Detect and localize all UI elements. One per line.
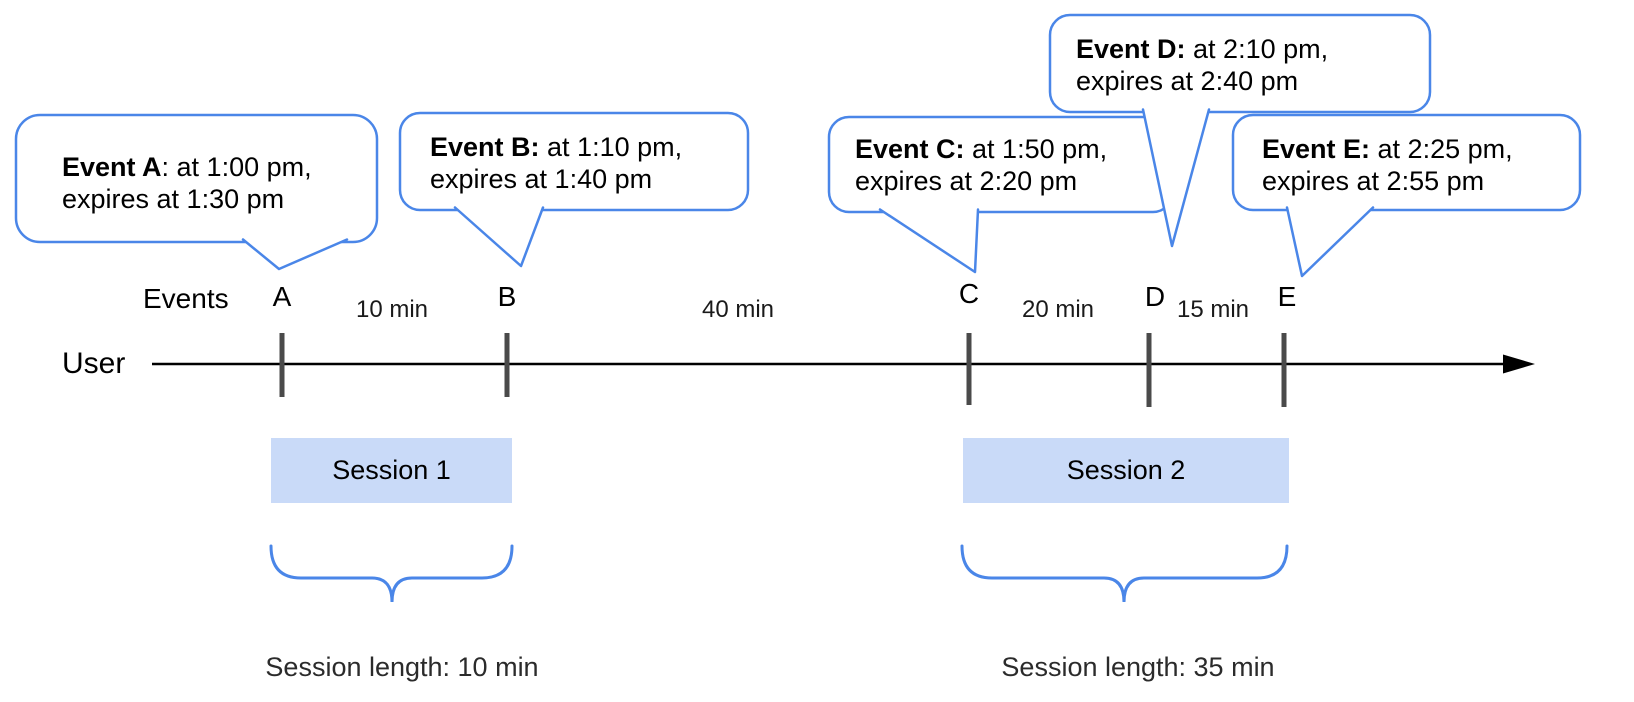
event-d-expiry: expires at 2:40 pm xyxy=(1076,66,1299,96)
events-axis-label: Events xyxy=(143,283,229,314)
callout-line-1: Event B: at 1:10 pm, xyxy=(430,131,682,163)
event-label-d: D xyxy=(1144,281,1166,312)
callout-event-b-text: Event B: at 1:10 pm, expires at 1:40 pm xyxy=(430,131,682,195)
callout-line-2: expires at 1:30 pm xyxy=(62,183,312,215)
event-b-time: at 1:10 pm, xyxy=(539,132,683,162)
gap-b-c-label: 40 min xyxy=(701,296,775,323)
event-a-expiry: expires at 1:30 pm xyxy=(62,184,285,214)
callout-line-2: expires at 2:55 pm xyxy=(1262,165,1513,197)
user-axis-label: User xyxy=(62,347,126,380)
event-d-time: at 2:10 pm, xyxy=(1185,34,1329,64)
callout-event-d-tail xyxy=(1141,108,1211,248)
callout-line-2: expires at 2:20 pm xyxy=(855,165,1107,197)
callout-event-b xyxy=(398,111,750,268)
tick-event-d xyxy=(1146,333,1152,407)
callout-line-2: expires at 1:40 pm xyxy=(430,163,682,195)
gap-d-e-label: 15 min xyxy=(1176,296,1250,323)
event-c-expiry: expires at 2:20 pm xyxy=(855,166,1078,196)
callout-event-b-tail xyxy=(453,206,545,268)
callout-event-c-text: Event C: at 1:50 pm, expires at 2:20 pm xyxy=(855,133,1107,197)
callout-event-d xyxy=(1048,13,1432,248)
callout-line-2: expires at 2:40 pm xyxy=(1076,65,1328,97)
event-a-name: Event A xyxy=(62,152,162,182)
callout-line-1: Event D: at 2:10 pm, xyxy=(1076,33,1328,65)
callout-line-1: Event C: at 1:50 pm, xyxy=(855,133,1107,165)
event-e-time: at 2:25 pm, xyxy=(1370,134,1513,164)
event-label-e: E xyxy=(1277,281,1297,312)
timeline-arrowhead xyxy=(1503,354,1535,374)
event-b-name: Event B: xyxy=(430,132,540,162)
callout-event-a-tail xyxy=(241,238,349,271)
callout-event-e-text: Event E: at 2:25 pm, expires at 2:55 pm xyxy=(1262,133,1513,197)
session-2-length-label: Session length: 35 min xyxy=(1001,652,1275,682)
event-e-expiry: expires at 2:55 pm xyxy=(1262,166,1485,196)
session-1-brace xyxy=(269,544,514,603)
event-a-time: : at 1:00 pm, xyxy=(161,152,312,182)
tick-event-a xyxy=(279,333,285,397)
tick-event-c xyxy=(966,333,972,405)
callout-event-a-text: Event A: at 1:00 pm, expires at 1:30 pm xyxy=(62,151,312,215)
event-c-time: at 1:50 pm, xyxy=(964,134,1108,164)
session-1-box: Session 1 xyxy=(271,438,512,503)
gap-a-b-label: 10 min xyxy=(355,296,429,323)
session-2-box: Session 2 xyxy=(963,438,1289,503)
callout-event-a xyxy=(14,113,379,271)
tick-event-b xyxy=(504,333,510,397)
callout-event-d-text: Event D: at 2:10 pm, expires at 2:40 pm xyxy=(1076,33,1328,97)
callout-event-e-tail xyxy=(1285,206,1375,278)
callout-line-1: Event A: at 1:00 pm, xyxy=(62,151,312,183)
session-2-label: Session 2 xyxy=(1066,455,1186,485)
callout-event-e xyxy=(1231,113,1582,278)
event-label-c: C xyxy=(958,278,980,309)
gap-c-d-label: 20 min xyxy=(1021,296,1095,323)
event-label-a: A xyxy=(272,281,292,312)
event-e-name: Event E: xyxy=(1262,134,1371,164)
tick-event-e xyxy=(1281,333,1287,407)
event-c-name: Event C: xyxy=(855,134,965,164)
event-label-b: B xyxy=(497,281,517,312)
callout-event-c-tail xyxy=(878,208,980,274)
session-1-label: Session 1 xyxy=(332,455,451,485)
session-1-length-label: Session length: 10 min xyxy=(265,652,539,682)
event-b-expiry: expires at 1:40 pm xyxy=(430,164,653,194)
callout-line-1: Event E: at 2:25 pm, xyxy=(1262,133,1513,165)
session-2-brace xyxy=(960,544,1289,603)
event-d-name: Event D: xyxy=(1076,34,1186,64)
